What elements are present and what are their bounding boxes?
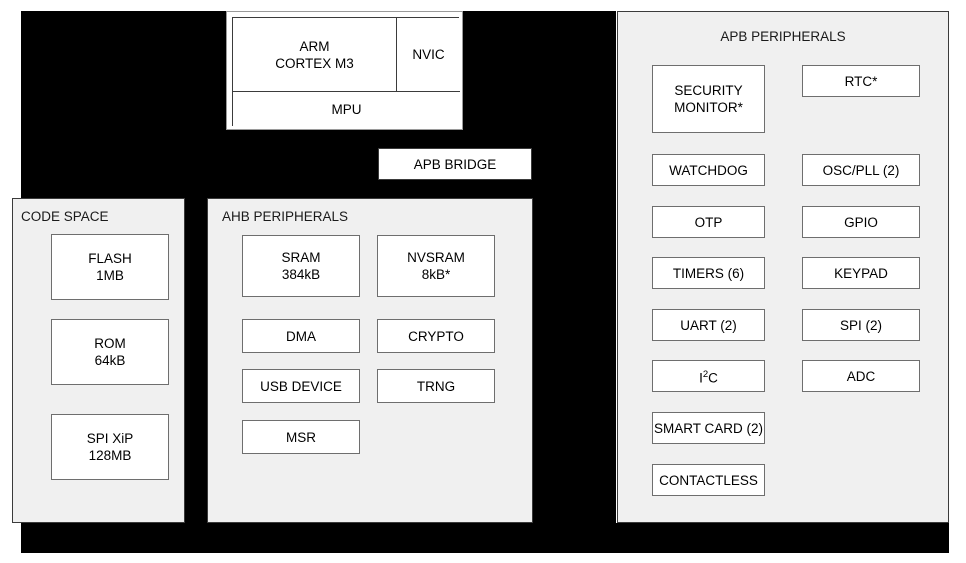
crypto-label: CRYPTO — [408, 328, 464, 344]
contactless-block[interactable]: CONTACTLESS — [652, 464, 765, 496]
flash-block[interactable]: FLASH 1MB — [51, 234, 169, 300]
cpu-core-line1: ARM — [299, 38, 330, 54]
i2c-label: I2C — [699, 368, 718, 386]
trng-block[interactable]: TRNG — [377, 369, 495, 403]
flash-line2: 1MB — [96, 268, 124, 283]
sram-block[interactable]: SRAM 384kB — [242, 235, 360, 297]
timers-block[interactable]: TIMERS (6) — [652, 257, 765, 289]
spi-block[interactable]: SPI (2) — [802, 309, 920, 341]
uart-block[interactable]: UART (2) — [652, 309, 765, 341]
ahb-peripherals-title: AHB PERIPHERALS — [222, 209, 349, 224]
backdrop-bottom — [21, 523, 949, 553]
osc-pll-label: OSC/PLL (2) — [822, 162, 900, 178]
contactless-label: CONTACTLESS — [659, 472, 758, 488]
trng-label: TRNG — [416, 378, 456, 394]
nvsram-line1: NVSRAM — [407, 250, 465, 265]
mpu-label: MPU — [331, 102, 362, 117]
timers-label: TIMERS (6) — [672, 265, 745, 281]
msr-label: MSR — [286, 429, 316, 445]
otp-label: OTP — [694, 214, 723, 230]
spi-label: SPI (2) — [839, 317, 882, 333]
cpu-inner-frame: ARM CORTEX M3 NVIC MPU — [232, 17, 460, 127]
keypad-label: KEYPAD — [834, 265, 888, 281]
ahb-peripherals-panel: AHB PERIPHERALS SRAM 384kB NVSRAM 8kB* D… — [207, 198, 533, 523]
sram-line1: SRAM — [281, 250, 321, 265]
smart-card-label: SMART CARD (2) — [653, 420, 763, 436]
adc-block[interactable]: ADC — [802, 360, 920, 392]
i2c-block[interactable]: I2C — [652, 360, 765, 392]
nvsram-line2: 8kB* — [421, 267, 451, 282]
mpu-block[interactable]: MPU — [233, 91, 460, 127]
spi-xip-line1: SPI XiP — [86, 431, 134, 446]
nvsram-block[interactable]: NVSRAM 8kB* — [377, 235, 495, 297]
code-space-panel: CODE SPACE FLASH 1MB ROM 64kB SPI XiP 12… — [12, 198, 185, 523]
sram-line2: 384kB — [281, 267, 321, 282]
rom-block[interactable]: ROM 64kB — [51, 319, 169, 385]
flash-line1: FLASH — [88, 251, 132, 266]
usb-device-block[interactable]: USB DEVICE — [242, 369, 360, 403]
rtc-label: RTC* — [844, 73, 878, 89]
apb-bridge-label: APB BRIDGE — [413, 156, 497, 172]
msr-block[interactable]: MSR — [242, 420, 360, 454]
smart-card-block[interactable]: SMART CARD (2) — [652, 412, 765, 444]
nvic-label: NVIC — [412, 47, 445, 62]
otp-block[interactable]: OTP — [652, 206, 765, 238]
apb-peripherals-panel: APB PERIPHERALS SECURITY MONITOR* RTC* W… — [617, 11, 949, 523]
uart-label: UART (2) — [680, 317, 737, 333]
dma-label: DMA — [286, 328, 316, 344]
cpu-core-block[interactable]: ARM CORTEX M3 — [233, 18, 397, 91]
rom-line2: 64kB — [94, 353, 126, 368]
security-monitor-line1: SECURITY — [674, 83, 743, 98]
cpu-core-line2: CORTEX M3 — [275, 55, 354, 71]
usb-device-label: USB DEVICE — [260, 378, 342, 394]
crypto-block[interactable]: CRYPTO — [377, 319, 495, 353]
dma-block[interactable]: DMA — [242, 319, 360, 353]
security-monitor-block[interactable]: SECURITY MONITOR* — [652, 65, 765, 133]
cpu-complex: ARM CORTEX M3 NVIC MPU — [226, 11, 463, 130]
watchdog-block[interactable]: WATCHDOG — [652, 154, 765, 186]
adc-label: ADC — [846, 368, 876, 384]
spi-xip-line2: 128MB — [88, 448, 132, 463]
nvic-block[interactable]: NVIC — [397, 18, 460, 91]
apb-peripherals-title: APB PERIPHERALS — [720, 29, 846, 44]
code-space-title: CODE SPACE — [21, 209, 109, 224]
security-monitor-line2: MONITOR* — [674, 100, 743, 115]
rom-line1: ROM — [94, 336, 126, 351]
apb-bridge-block[interactable]: APB BRIDGE — [378, 148, 532, 180]
gpio-label: GPIO — [844, 214, 878, 230]
watchdog-label: WATCHDOG — [669, 162, 748, 178]
osc-pll-block[interactable]: OSC/PLL (2) — [802, 154, 920, 186]
spi-xip-block[interactable]: SPI XiP 128MB — [51, 414, 169, 480]
gpio-block[interactable]: GPIO — [802, 206, 920, 238]
keypad-block[interactable]: KEYPAD — [802, 257, 920, 289]
rtc-block[interactable]: RTC* — [802, 65, 920, 97]
